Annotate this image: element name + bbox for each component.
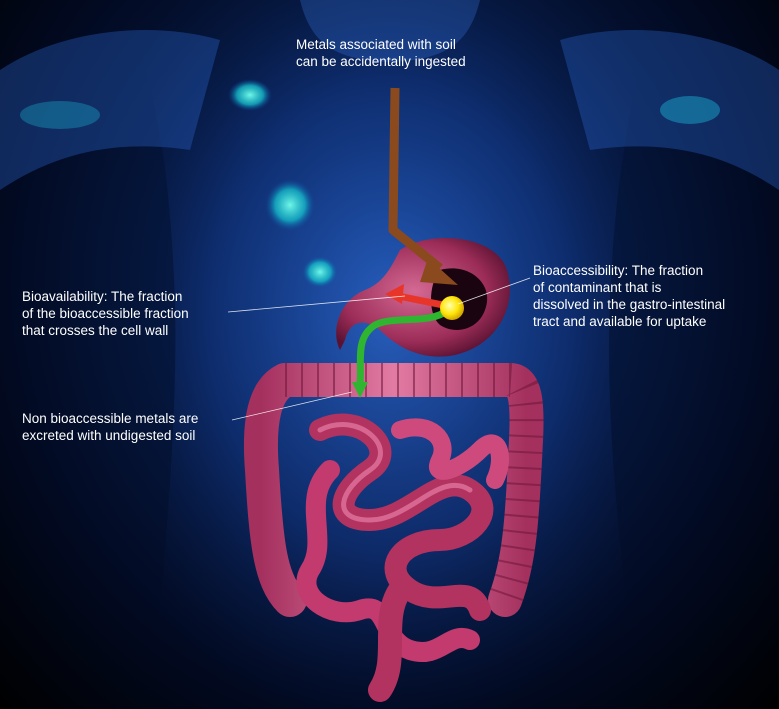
ingestion-label-line: Metals associated with soil xyxy=(296,36,466,53)
non-bioaccessible-label-line: excreted with undigested soil xyxy=(22,427,198,444)
hot-spot-left-rib xyxy=(265,179,315,231)
hot-spot-left-shoulder xyxy=(20,101,100,129)
metal-particle xyxy=(440,296,464,320)
hot-spot-right-shoulder xyxy=(660,96,720,124)
ingestion-label: Metals associated with soil can be accid… xyxy=(296,36,466,70)
ingestion-label-line: can be accidentally ingested xyxy=(296,53,466,70)
bioavailability-label-line: Bioavailability: The fraction xyxy=(22,288,189,305)
bioaccessibility-label-line: Bioaccessibility: The fraction xyxy=(533,262,725,279)
bioaccessibility-label-line: tract and available for uptake xyxy=(533,313,725,330)
non-bioaccessible-label-line: Non bioaccessible metals are xyxy=(22,410,198,427)
bioaccessibility-label: Bioaccessibility: The fraction of contam… xyxy=(533,262,725,330)
bioavailability-label: Bioavailability: The fraction of the bio… xyxy=(22,288,189,339)
bioavailability-label-line: that crosses the cell wall xyxy=(22,322,189,339)
bioaccessibility-label-line: of contaminant that is xyxy=(533,279,725,296)
hot-spot-left-abdomen xyxy=(302,256,338,288)
non-bioaccessible-label: Non bioaccessible metals are excreted wi… xyxy=(22,410,198,444)
hot-spot-left-chest xyxy=(228,79,272,111)
bioaccessibility-label-line: dissolved in the gastro-intestinal xyxy=(533,296,725,313)
bioavailability-label-line: of the bioaccessible fraction xyxy=(22,305,189,322)
